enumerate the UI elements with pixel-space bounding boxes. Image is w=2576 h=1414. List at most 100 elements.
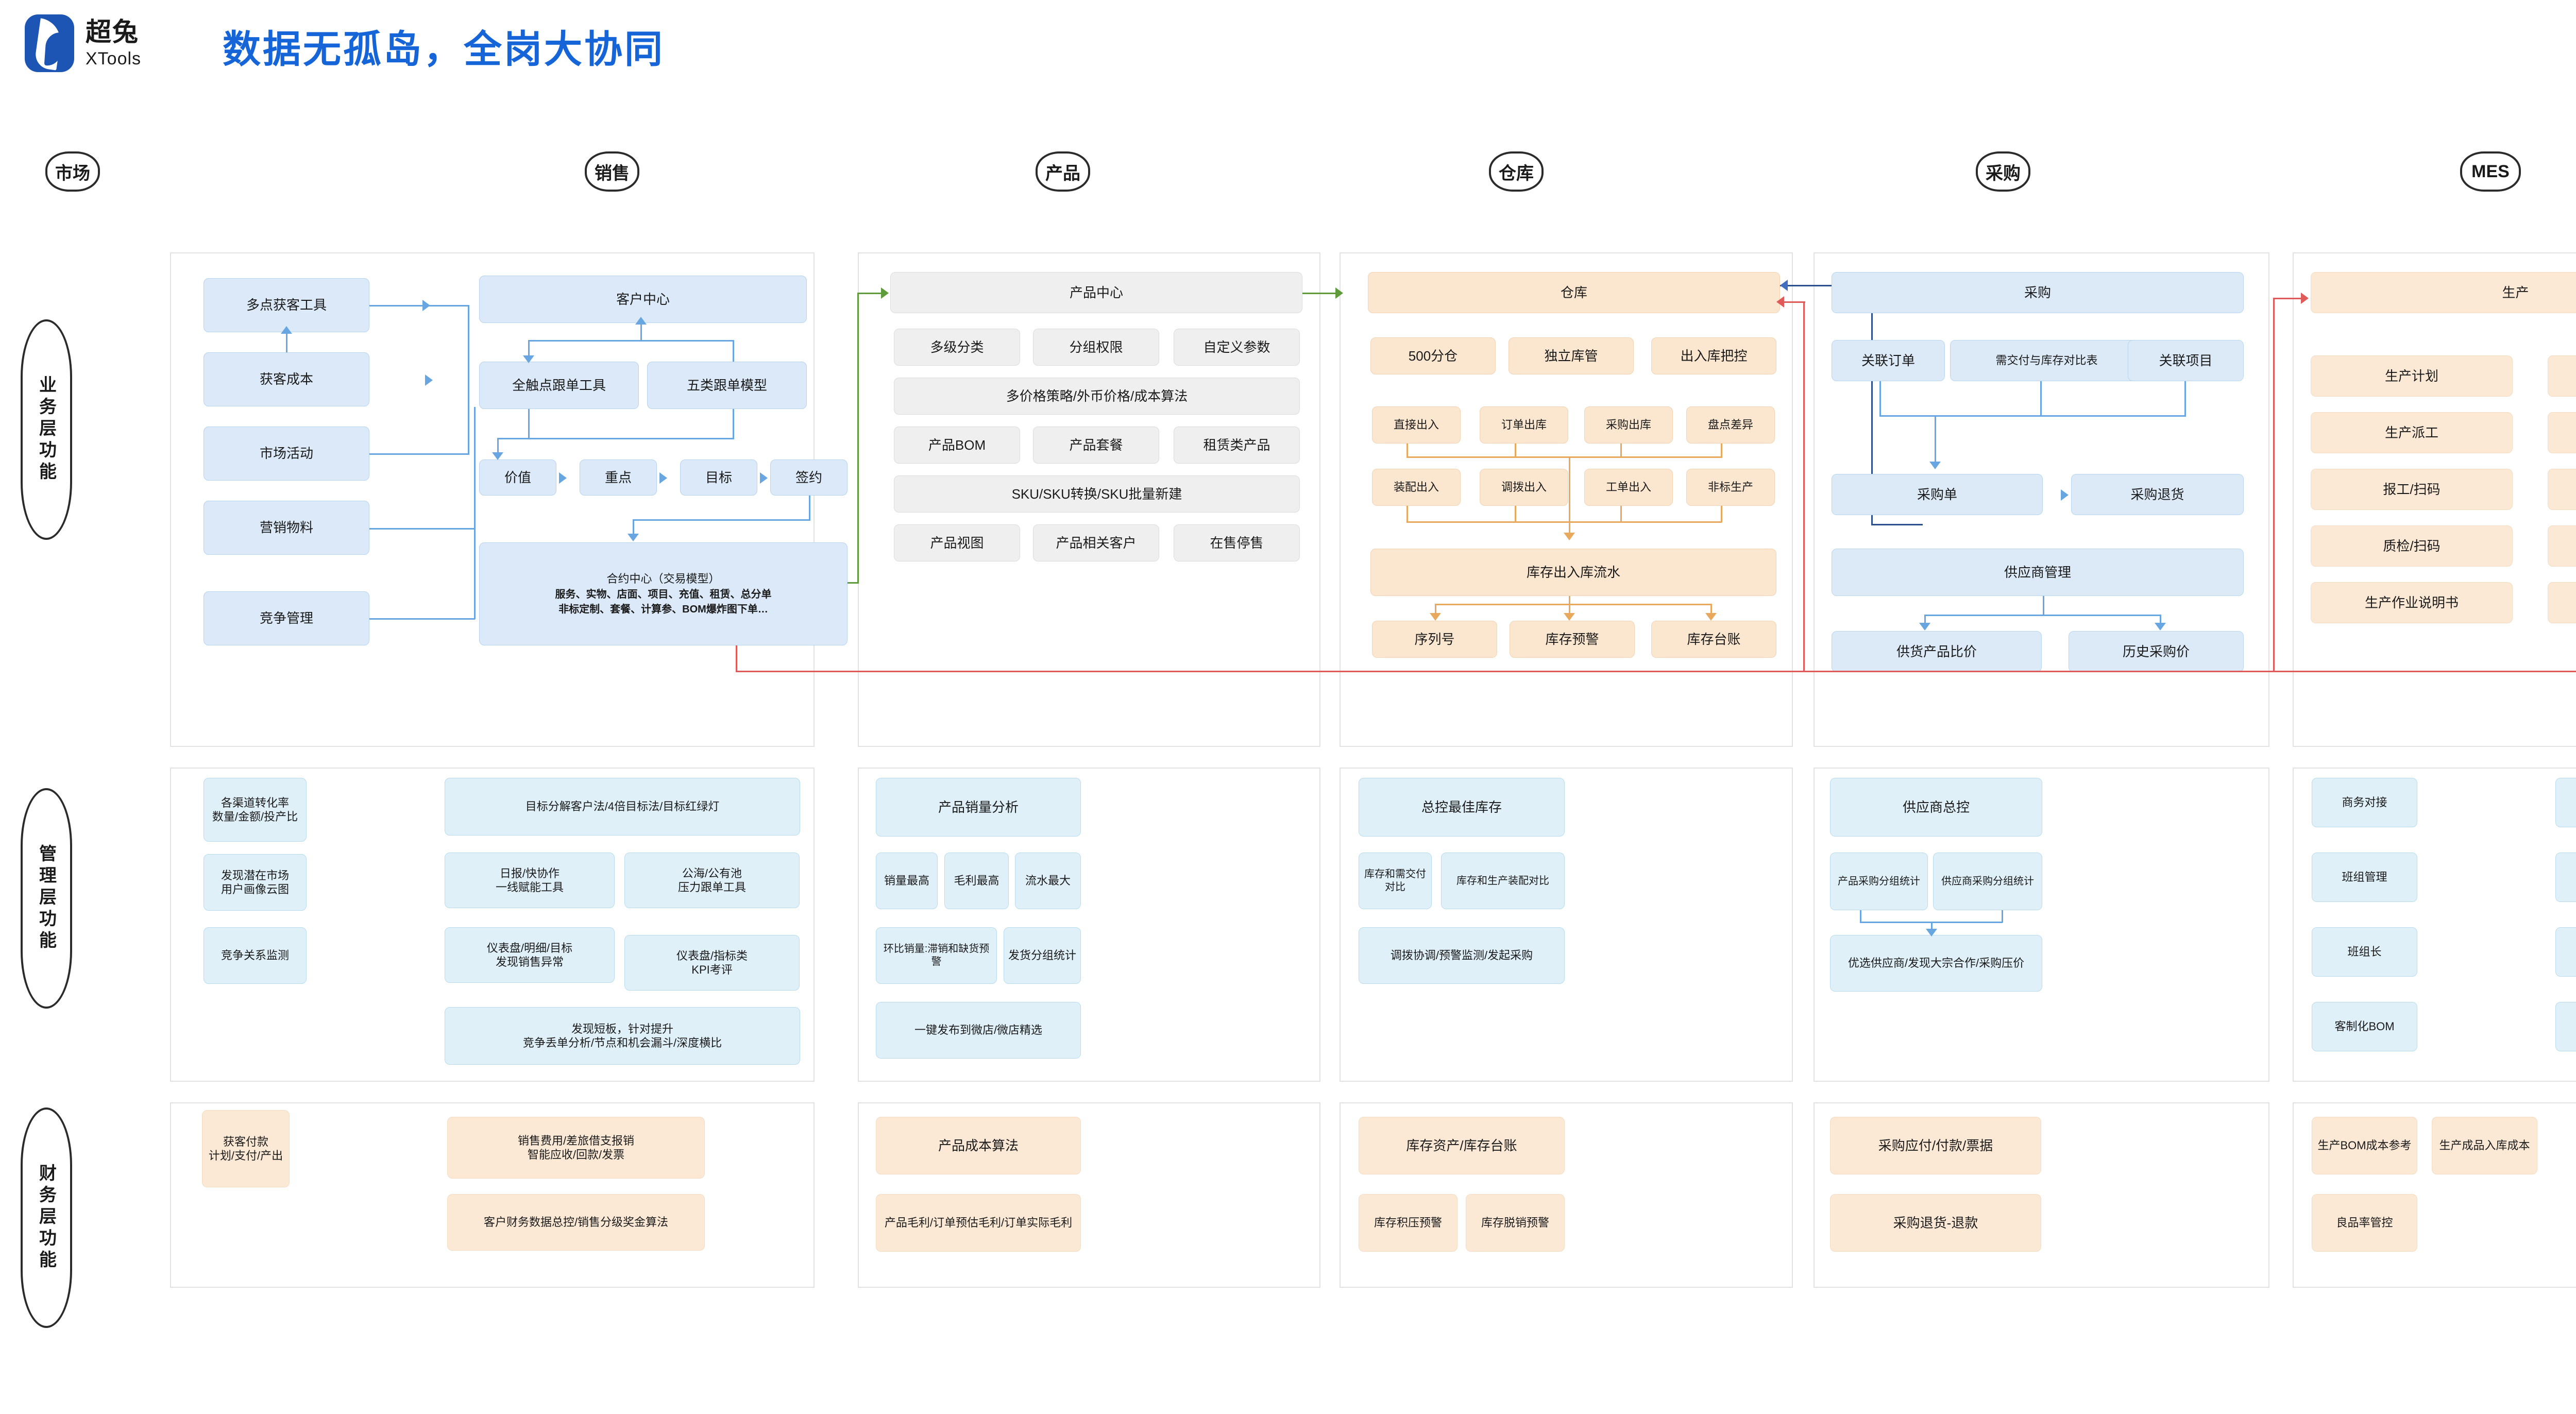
node-pur-r1-1[interactable]: 关联订单 — [1832, 340, 1945, 381]
node-fin-market-1[interactable]: 获客付款 计划/支付/产出 — [202, 1110, 290, 1187]
node-mgmt-wh-2-2[interactable]: 库存和生产装配对比 — [1441, 853, 1565, 909]
node-pur-order[interactable]: 采购单 — [1832, 474, 2043, 515]
node-mgmt-mes-r-4[interactable]: MRP — [2555, 1002, 2576, 1051]
node-mes-l-2[interactable]: 生产派工 — [2311, 412, 2513, 453]
node-mgmt-market-3[interactable]: 竞争关系监测 — [204, 927, 307, 984]
node-wh-r5-2[interactable]: 库存预警 — [1510, 621, 1635, 658]
node-fin-pur-1[interactable]: 采购应付/付款/票据 — [1830, 1117, 2041, 1174]
node-mgmt-wh-1[interactable]: 总控最佳库存 — [1359, 778, 1565, 837]
node-product-r3-2[interactable]: 产品套餐 — [1033, 427, 1159, 464]
node-pur-r4-2[interactable]: 历史采购价 — [2069, 631, 2244, 672]
node-market-5[interactable]: 竞争管理 — [204, 591, 369, 645]
node-mgmt-mes-r-1[interactable]: 生产进度 — [2555, 778, 2576, 827]
node-sales-stage-4[interactable]: 签约 — [770, 459, 848, 496]
node-warehouse-center[interactable]: 仓库 — [1368, 272, 1780, 313]
node-fin-sales-2[interactable]: 客户财务数据总控/销售分级奖金算法 — [447, 1194, 705, 1251]
node-wh-r2-3[interactable]: 采购出库 — [1584, 406, 1673, 444]
node-mes-l-1[interactable]: 生产计划 — [2311, 355, 2513, 397]
node-mgmt-pur-2-1[interactable]: 产品采购分组统计 — [1830, 853, 1928, 910]
node-mgmt-product-4[interactable]: 一键发布到微店/微店精选 — [876, 1002, 1081, 1059]
node-wh-r1-3[interactable]: 出入库把控 — [1651, 337, 1776, 374]
node-pur-r1-2[interactable]: 需交付与库存对比表 — [1950, 340, 2143, 381]
node-mgmt-wh-3[interactable]: 调拨协调/预警监测/发起采购 — [1359, 927, 1565, 984]
node-mes-l-4[interactable]: 质检/扫码 — [2311, 525, 2513, 567]
node-mgmt-sales-3-2[interactable]: 仪表盘/指标类 KPI考评 — [624, 935, 800, 991]
node-sales-stage-3[interactable]: 目标 — [680, 459, 757, 496]
node-fin-pur-2[interactable]: 采购退货-退款 — [1830, 1194, 2041, 1252]
node-sales-stage-2[interactable]: 重点 — [580, 459, 657, 496]
node-mes-r-4[interactable]: 成品入库 — [2548, 525, 2576, 567]
node-mes-r-5[interactable]: MES-APP — [2548, 582, 2576, 623]
node-mgmt-sales-2-2[interactable]: 公海/公有池 压力跟单工具 — [624, 853, 800, 908]
node-wh-flow[interactable]: 库存出入库流水 — [1370, 549, 1776, 596]
node-market-1[interactable]: 多点获客工具 — [204, 278, 369, 332]
node-mgmt-sales-1[interactable]: 目标分解客户法/4倍目标法/目标红绿灯 — [445, 778, 800, 836]
node-mes-l-3[interactable]: 报工/扫码 — [2311, 469, 2513, 510]
node-mgmt-mes-r-2[interactable]: 总班组长 — [2555, 853, 2576, 902]
node-mes-center[interactable]: 生产 — [2311, 272, 2576, 313]
node-purchase-center[interactable]: 采购 — [1832, 272, 2244, 313]
node-mgmt-product-1[interactable]: 产品销量分析 — [876, 778, 1081, 837]
node-wh-r3-3[interactable]: 工单出入 — [1584, 469, 1673, 506]
node-product-r5-1[interactable]: 产品视图 — [894, 524, 1020, 561]
node-fin-wh-1[interactable]: 库存资产/库存台账 — [1359, 1117, 1565, 1174]
node-fin-wh-2-1[interactable]: 库存积压预警 — [1359, 1194, 1458, 1252]
node-product-r5-3[interactable]: 在售停售 — [1174, 524, 1300, 561]
node-mgmt-mes-l-1[interactable]: 商务对接 — [2312, 778, 2417, 827]
node-mgmt-sales-3-1[interactable]: 仪表盘/明细/目标 发现销售异常 — [445, 927, 615, 983]
node-pur-r4-1[interactable]: 供货产品比价 — [1832, 631, 2042, 672]
node-mes-r-3[interactable]: 退料/扫码 — [2548, 469, 2576, 510]
node-market-2[interactable]: 获客成本 — [204, 352, 369, 406]
node-wh-r3-1[interactable]: 装配出入 — [1372, 469, 1461, 506]
node-wh-r5-3[interactable]: 库存台账 — [1651, 621, 1776, 658]
node-pur-r1-3[interactable]: 关联项目 — [2128, 340, 2244, 381]
node-product-r1-2[interactable]: 分组权限 — [1033, 329, 1159, 366]
node-product-r1-3[interactable]: 自定义参数 — [1174, 329, 1300, 366]
node-mgmt-product-2-1[interactable]: 销量最高 — [876, 853, 938, 909]
node-mgmt-pur-3[interactable]: 优选供应商/发现大宗合作/采购压价 — [1830, 935, 2042, 992]
node-mgmt-sales-4[interactable]: 发现短板，针对提升 竞争丢单分析/节点和机会漏斗/深度横比 — [445, 1007, 800, 1065]
node-fin-wh-2-2[interactable]: 库存脱销预警 — [1466, 1194, 1565, 1252]
node-sales-tool-1[interactable]: 全触点跟单工具 — [479, 362, 639, 409]
node-product-center[interactable]: 产品中心 — [890, 272, 1302, 313]
node-wh-r1-1[interactable]: 500分仓 — [1370, 337, 1496, 374]
node-mgmt-mes-r-3[interactable]: 工艺管理 — [2555, 927, 2576, 977]
node-mgmt-product-3-2[interactable]: 发货分组统计 — [1004, 927, 1081, 984]
node-product-r2[interactable]: 多价格策略/外币价格/成本算法 — [894, 378, 1300, 415]
node-wh-r3-4[interactable]: 非标生产 — [1686, 469, 1775, 506]
node-product-r1-1[interactable]: 多级分类 — [894, 329, 1020, 366]
node-mgmt-product-2-2[interactable]: 毛利最高 — [944, 853, 1009, 909]
node-mgmt-sales-2-1[interactable]: 日报/快协作 一线赋能工具 — [445, 853, 615, 908]
node-mes-r-1[interactable]: 生产排程 — [2548, 355, 2576, 397]
node-wh-r2-4[interactable]: 盘点差异 — [1686, 406, 1775, 444]
node-wh-r3-2[interactable]: 调拨出入 — [1480, 469, 1568, 506]
node-product-r3-1[interactable]: 产品BOM — [894, 427, 1020, 464]
node-mes-r-2[interactable]: 领料/扫码 — [2548, 412, 2576, 453]
node-mgmt-product-3-1[interactable]: 环比销量:滞销和缺货预警 — [876, 927, 997, 984]
node-fin-mes-1[interactable]: 生产BOM成本参考 — [2312, 1117, 2417, 1174]
node-mgmt-mes-l-4[interactable]: 客制化BOM — [2312, 1002, 2417, 1051]
node-market-4[interactable]: 营销物料 — [204, 501, 369, 555]
node-sales-contract[interactable]: 合约中心（交易模型） 服务、实物、店面、项目、充值、租赁、总分单 非标定制、套餐… — [479, 542, 848, 645]
node-fin-product-2[interactable]: 产品毛利/订单预估毛利/订单实际毛利 — [876, 1194, 1081, 1252]
node-pur-return[interactable]: 采购退货 — [2071, 474, 2244, 515]
node-mgmt-product-2-3[interactable]: 流水最大 — [1015, 853, 1081, 909]
node-wh-r2-2[interactable]: 订单出库 — [1480, 406, 1568, 444]
node-mgmt-mes-l-3[interactable]: 班组长 — [2312, 927, 2417, 977]
node-mgmt-pur-2-2[interactable]: 供应商采购分组统计 — [1933, 853, 2042, 910]
node-mgmt-market-1[interactable]: 各渠道转化率 数量/金额/投产比 — [204, 778, 307, 842]
node-wh-r2-1[interactable]: 直接出入 — [1372, 406, 1461, 444]
node-market-3[interactable]: 市场活动 — [204, 427, 369, 481]
node-mgmt-wh-2-1[interactable]: 库存和需交付对比 — [1359, 853, 1432, 909]
node-product-r3-3[interactable]: 租赁类产品 — [1174, 427, 1300, 464]
node-mes-l-5[interactable]: 生产作业说明书 — [2311, 582, 2513, 623]
node-fin-mes-3[interactable]: 良品率管控 — [2312, 1194, 2417, 1252]
node-mgmt-market-2[interactable]: 发现潜在市场 用户画像云图 — [204, 854, 307, 911]
node-sales-tool-2[interactable]: 五类跟单模型 — [647, 362, 807, 409]
node-wh-r5-1[interactable]: 序列号 — [1372, 621, 1497, 658]
node-wh-r1-2[interactable]: 独立库管 — [1509, 337, 1634, 374]
node-fin-sales-1[interactable]: 销售费用/差旅借支报销 智能应收/回款/发票 — [447, 1117, 705, 1179]
node-product-r5-2[interactable]: 产品相关客户 — [1033, 524, 1159, 561]
node-product-r4[interactable]: SKU/SKU转换/SKU批量新建 — [894, 475, 1300, 513]
node-pur-supplier[interactable]: 供应商管理 — [1832, 549, 2244, 596]
